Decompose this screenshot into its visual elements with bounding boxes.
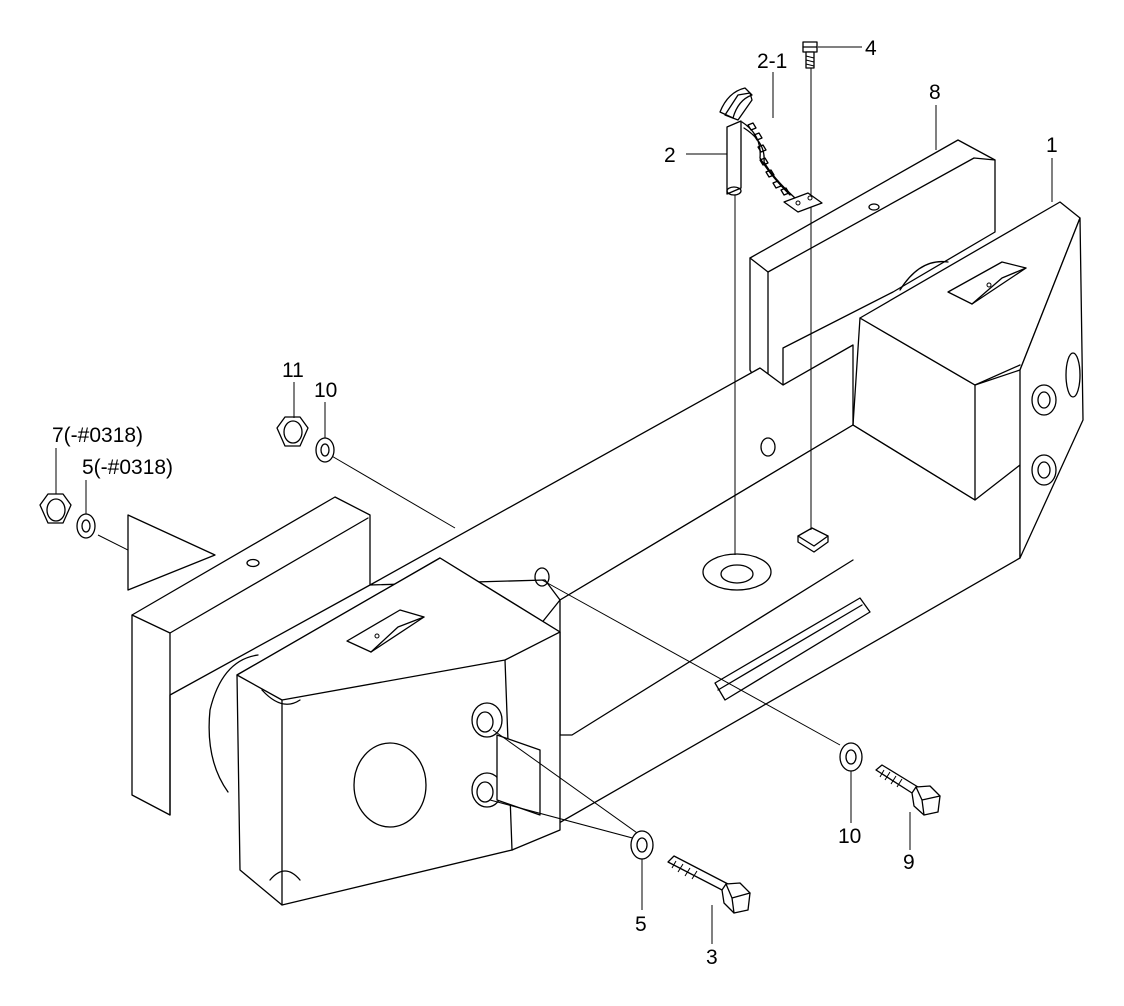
bracket-plate-lower: [496, 734, 541, 816]
callout-5-note: 5(-#0318): [82, 456, 173, 479]
callout-10-upper: 10: [314, 379, 337, 402]
callout-labels: 1 8 2 2-1 4 11 10 7(-#0318) 5(-#0318) 10…: [52, 37, 1058, 969]
part-11-nut: [276, 416, 309, 447]
part-7-nut: [39, 493, 72, 524]
callout-11: 11: [282, 359, 304, 382]
callout-5: 5: [635, 913, 647, 936]
callout-2-1: 2-1: [757, 50, 787, 73]
part-9-bolt: [875, 764, 941, 816]
left-front-lug: [236, 557, 561, 906]
callout-4: 4: [865, 37, 877, 60]
part-10-washer-lower: [839, 742, 863, 772]
callout-9: 9: [903, 851, 915, 874]
part-2-1-chain: [741, 121, 823, 213]
callout-1: 1: [1046, 134, 1058, 157]
part-3-bolt: [667, 855, 751, 914]
callout-7-note: 7(-#0318): [52, 424, 143, 447]
part-5-washer-lower: [630, 830, 654, 860]
callout-3: 3: [706, 946, 718, 969]
bracket-plate: [127, 514, 216, 591]
left-rear-block: [131, 496, 371, 816]
part-10-washer-upper: [315, 437, 335, 463]
part-2-pin: [719, 87, 753, 196]
callout-8: 8: [929, 81, 941, 104]
callout-2: 2: [664, 144, 676, 167]
callout-leaders: [55, 46, 1053, 944]
assembly-lines: [97, 68, 841, 841]
part-4-bolt: [802, 41, 818, 69]
part-5-washer-left: [76, 513, 96, 539]
callout-10-lower: 10: [838, 825, 861, 848]
